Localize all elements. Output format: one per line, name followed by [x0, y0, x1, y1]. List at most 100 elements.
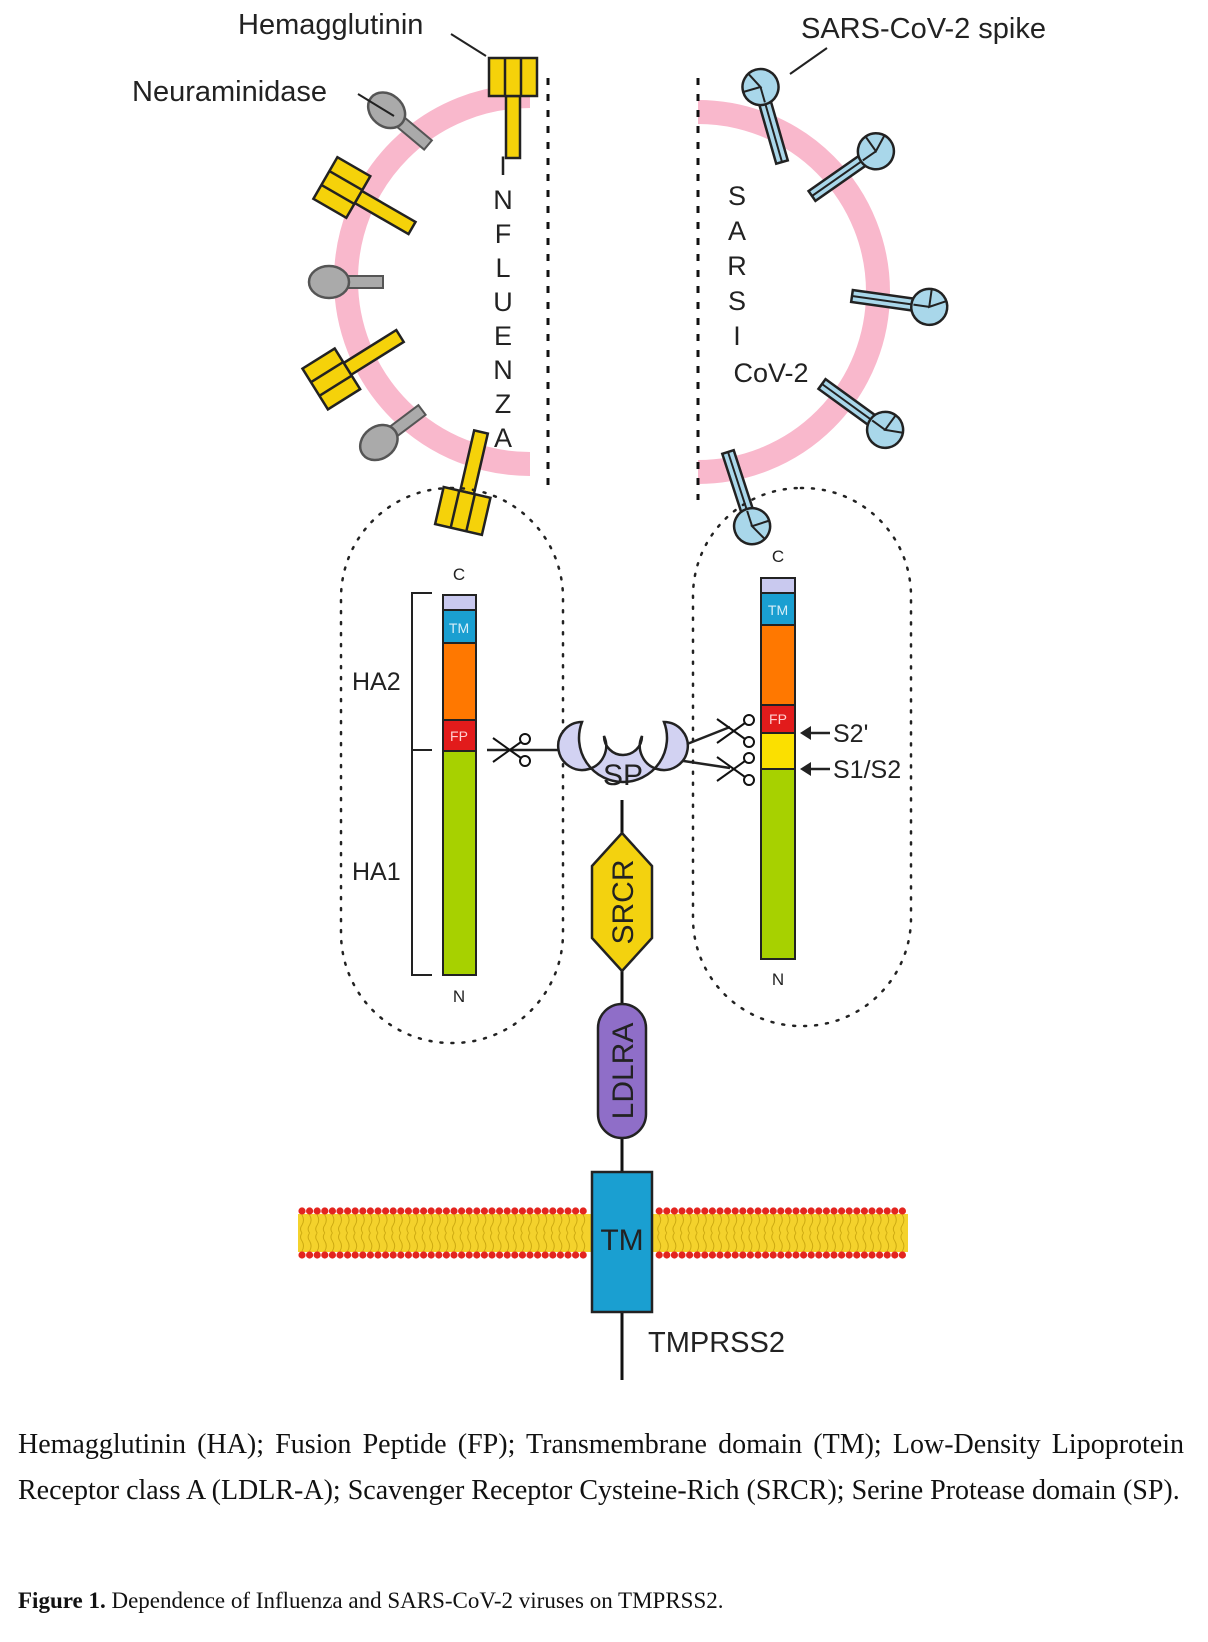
lipid-head [328, 1207, 336, 1215]
lipid-head [891, 1251, 899, 1259]
lipid-head [442, 1207, 450, 1215]
lipid-head [800, 1207, 808, 1215]
lipid-head [382, 1251, 390, 1259]
lipid-head [564, 1207, 572, 1215]
sars-vertical-label: S A R S I CoV-2 [727, 181, 808, 388]
lipid-head [739, 1207, 747, 1215]
spike-n-terminus: N [772, 970, 784, 989]
sars-letter: R [727, 251, 747, 281]
lipid-head [344, 1207, 352, 1215]
ha-ha2-domain [442, 642, 477, 721]
sars-letter: I [733, 321, 741, 351]
influenza-letter: E [494, 321, 512, 351]
lipid-head [488, 1251, 496, 1259]
lipid-head [838, 1251, 846, 1259]
lipid-head [321, 1251, 329, 1259]
lipid-head [450, 1251, 458, 1259]
spike-s1-domain [760, 768, 796, 960]
lipid-head [458, 1207, 466, 1215]
lipid-head [541, 1251, 549, 1259]
lipid-head [496, 1251, 504, 1259]
membrane-heads-bottom [298, 1251, 907, 1259]
ldlra-label: LDLRA [607, 1023, 640, 1120]
neuraminidase-label: Neuraminidase [132, 76, 327, 108]
sp-domain [556, 720, 690, 784]
tmprss2-diagram: Hemagglutinin Neuraminidase I N F L U E … [132, 9, 1046, 1380]
lipid-head [860, 1207, 869, 1215]
lipid-head [518, 1207, 527, 1215]
sars-zoom-outline [691, 486, 913, 1028]
lipid-head [480, 1251, 488, 1259]
spike-tm-domain [760, 592, 796, 626]
lipid-head [511, 1251, 519, 1259]
lipid-head [579, 1251, 587, 1259]
lipid-head [313, 1207, 321, 1215]
lipid-head [777, 1207, 785, 1215]
sars-cov-2-virion [696, 63, 951, 551]
lipid-head [306, 1251, 314, 1259]
figure-caption-text: Dependence of Influenza and SARS-CoV-2 v… [105, 1588, 724, 1613]
lipid-head [701, 1207, 709, 1215]
influenza-letter: U [493, 287, 513, 317]
lipid-head [693, 1251, 701, 1259]
lipid-head [564, 1251, 572, 1259]
lipid-head [708, 1251, 717, 1259]
influenza-letter: A [494, 423, 512, 453]
spike-precursor: C TM FP N S2' S1/S2 [760, 547, 901, 989]
lipid-head [708, 1207, 717, 1215]
lipid-head [336, 1251, 344, 1259]
influenza-letter: Z [495, 389, 512, 419]
lipid-head [898, 1251, 907, 1259]
ha-fp-label: FP [450, 728, 468, 744]
lipid-head [670, 1251, 679, 1259]
lipid-head [404, 1207, 412, 1215]
lipid-head [556, 1251, 565, 1259]
lipid-head [298, 1251, 306, 1259]
lipid-head [807, 1251, 815, 1259]
lipid-head [686, 1251, 694, 1259]
lipid-head [731, 1251, 739, 1259]
lipid-head [526, 1251, 534, 1259]
lipid-head [534, 1207, 542, 1215]
ldlra-domain [596, 1002, 648, 1140]
lipid-head [716, 1251, 724, 1259]
lipid-head [876, 1207, 884, 1215]
lipid-head [678, 1251, 686, 1259]
lipid-head [670, 1207, 679, 1215]
lipid-head [420, 1207, 428, 1215]
lipid-head [404, 1251, 412, 1259]
scissors-icon [716, 752, 755, 786]
lipid-head [420, 1251, 428, 1259]
lipid-head [663, 1207, 671, 1215]
lipid-head [549, 1251, 557, 1259]
ha-precursor: C TM FP N HA2 HA1 [352, 565, 477, 1006]
lipid-head [845, 1207, 853, 1215]
influenza-letter: N [493, 355, 513, 385]
lipid-head [815, 1251, 823, 1259]
lipid-head [701, 1251, 709, 1259]
lipid-head [754, 1251, 762, 1259]
tmprss2-tm-label: TM [600, 1224, 643, 1257]
spike-s1s2-linker [760, 732, 796, 770]
lipid-head [830, 1207, 838, 1215]
lipid-head [655, 1251, 663, 1259]
lipid-head [784, 1251, 793, 1259]
lipid-head [435, 1207, 443, 1215]
lipid-head [655, 1207, 663, 1215]
lipid-head [412, 1207, 420, 1215]
lipid-head [389, 1207, 397, 1215]
lipid-head [465, 1207, 473, 1215]
influenza-letter: N [493, 185, 513, 215]
ha-n-terminus: N [453, 987, 465, 1006]
lipid-head [351, 1251, 359, 1259]
lipid-head [822, 1251, 831, 1259]
lipid-head [518, 1251, 527, 1259]
lipid-head [678, 1207, 686, 1215]
lipid-head [374, 1207, 382, 1215]
abbreviation-note: Hemagglutinin (HA); Fusion Peptide (FP);… [18, 1429, 1184, 1506]
srcr-domain [590, 831, 654, 973]
ha-bracket [411, 592, 432, 976]
lipid-head [792, 1207, 800, 1215]
lipid-head [724, 1207, 732, 1215]
lipid-head [762, 1251, 770, 1259]
